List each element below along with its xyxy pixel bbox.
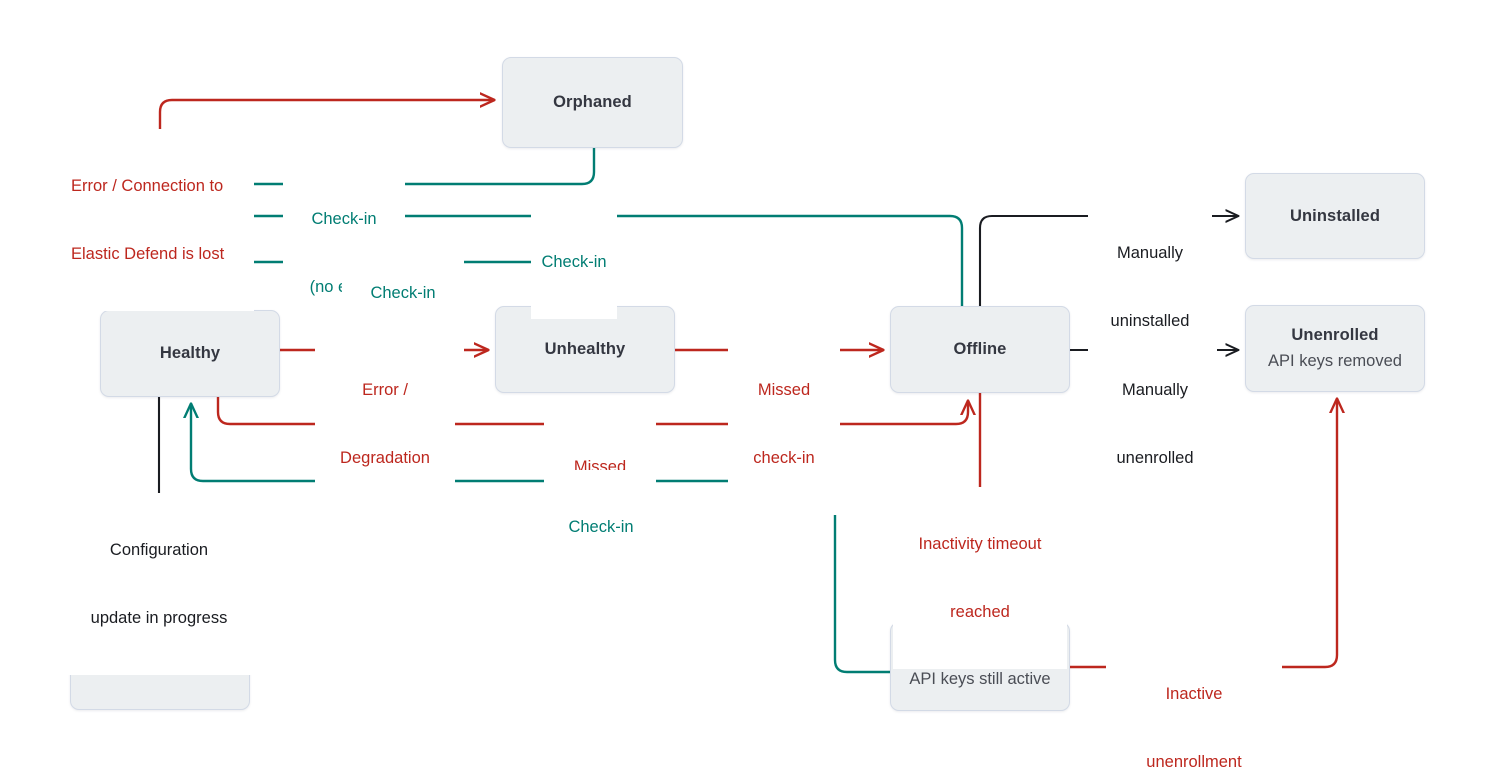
edge-label-line2: Degradation	[340, 448, 430, 467]
edge-label-line1: Check-in	[568, 517, 634, 536]
edge-label-healthy-to-orphaned: Error / Connection to Elastic Defend is …	[64, 129, 254, 312]
edge-label-healthy-to-updating: Configuration update in progress	[66, 493, 252, 676]
edge-label-line2: unenrollment	[1146, 752, 1242, 769]
edge-label-line1: Error /	[362, 380, 408, 399]
node-healthy[interactable]: Healthy	[100, 310, 280, 397]
node-unhealthy[interactable]: Unhealthy	[495, 306, 675, 393]
node-unhealthy-title: Unhealthy	[544, 340, 626, 359]
edge-label-line2: Elastic Defend is lost	[71, 244, 225, 263]
node-unenrolled-title: Unenrolled	[1291, 325, 1379, 344]
edge-label-unhealthy-to-offline: Missed check-in	[728, 333, 840, 516]
edge-label-line2: uninstalled	[1110, 311, 1190, 330]
edge-label-line1: Check-in	[370, 283, 436, 302]
edge-label-offline-to-healthy: Check-in	[531, 205, 617, 319]
edge-label-line1: Configuration	[109, 540, 209, 559]
edge-label-line2: unenrolled	[1116, 448, 1194, 467]
node-uninstalled[interactable]: Uninstalled	[1245, 173, 1425, 259]
node-offline[interactable]: Offline	[890, 306, 1070, 393]
edge-label-line1: Check-in	[541, 252, 607, 271]
node-healthy-title: Healthy	[159, 344, 221, 363]
edge-label-line2: check-in	[753, 448, 815, 467]
node-offline-title: Offline	[953, 340, 1007, 359]
edge-label-offline-to-inactive: Inactivity timeout reached	[893, 487, 1067, 670]
edge-label-line1: Error / Connection to	[71, 176, 224, 195]
edge-label-inactive-to-unenrolled: Inactive unenrollment timeout reached	[1106, 637, 1282, 769]
edge-label-line2: update in progress	[90, 608, 228, 627]
edge-offline-to-uninstalled	[978, 216, 1238, 308]
node-unenrolled-subtitle: API keys removed	[1268, 351, 1402, 370]
edge-label-inactive-to-healthy: Check-in	[558, 470, 644, 584]
node-orphaned[interactable]: Orphaned	[502, 57, 683, 148]
node-orphaned-title: Orphaned	[553, 93, 632, 112]
node-inactive-subtitle: API keys still active	[909, 669, 1051, 688]
edge-label-line1: Manually	[1116, 243, 1184, 262]
edge-label-line1: Manually	[1121, 380, 1189, 399]
edge-label-line1: Missed	[757, 380, 811, 399]
edge-healthy-to-orphaned	[158, 100, 494, 312]
node-uninstalled-title: Uninstalled	[1289, 206, 1381, 225]
edge-inactive-to-unenrolled	[1068, 399, 1337, 669]
edge-label-line1: Inactive	[1165, 684, 1223, 703]
edge-label-healthy-to-unhealthy: Error / Degradation	[315, 333, 455, 516]
node-unenrolled[interactable]: Unenrolled API keys removed	[1245, 305, 1425, 392]
edge-label-line2: reached	[950, 602, 1010, 621]
edge-label-line1: Check-in	[311, 209, 377, 228]
edge-label-line1: Inactivity timeout	[918, 534, 1042, 553]
edge-label-offline-to-unenrolled: Manually unenrolled	[1093, 333, 1217, 516]
